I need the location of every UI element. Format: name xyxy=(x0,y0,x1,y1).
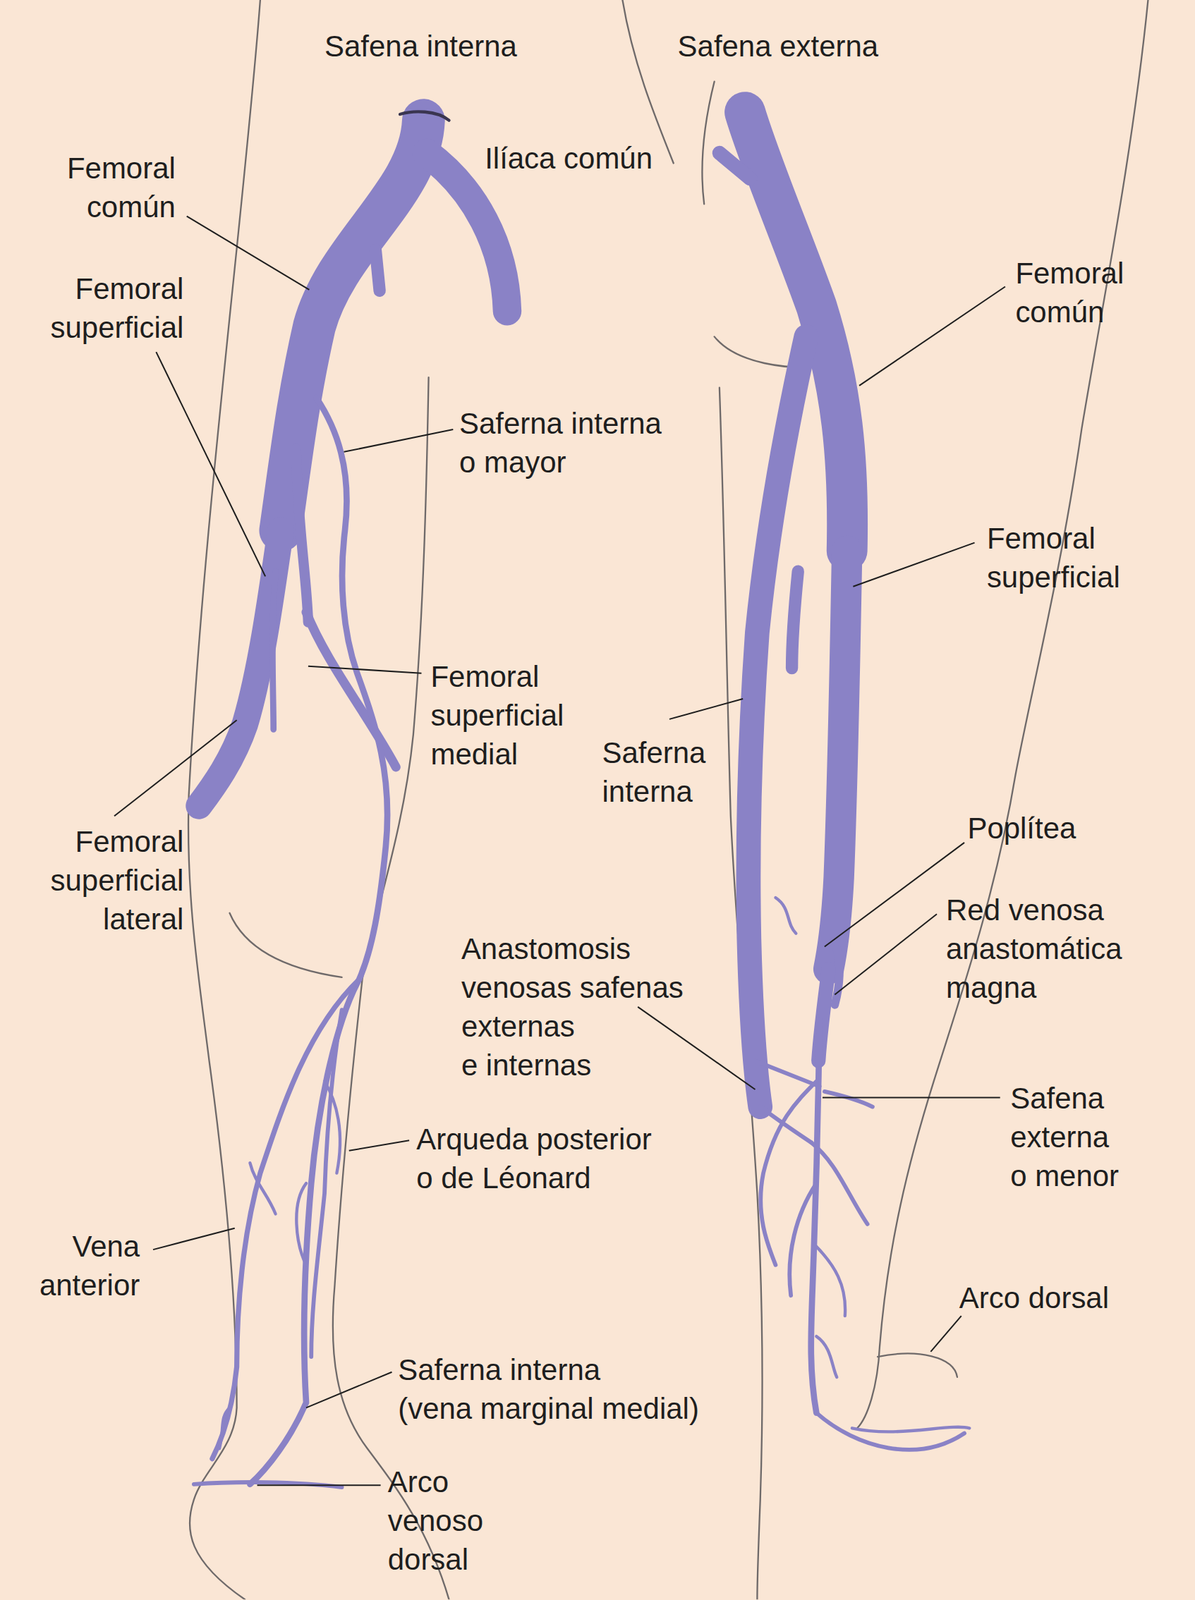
vein-label: Vena anterior xyxy=(39,1227,140,1306)
vein-label: Femoral superficial lateral xyxy=(50,822,185,939)
vein-label: Poplítea xyxy=(967,809,1076,848)
vein-label: Anastomosis venosas safenas externas e i… xyxy=(461,929,684,1085)
vein-label: Femoral común xyxy=(1015,253,1124,332)
column-heading: Safena interna xyxy=(324,26,518,66)
vein-label: Saferna interna xyxy=(602,733,707,812)
leader-lines xyxy=(114,216,1006,1487)
vein-label: Arco dorsal xyxy=(959,1278,1109,1318)
vein-label: Femoral común xyxy=(67,148,176,227)
vein-label: Red venosa anastomática magna xyxy=(945,890,1123,1008)
column-heading: Safena externa xyxy=(677,26,879,66)
veins xyxy=(193,111,970,1488)
leg-outline xyxy=(188,0,1148,1600)
vein-label: Arco venoso dorsal xyxy=(387,1463,484,1580)
vein-label: Ilíaca común xyxy=(484,138,653,178)
vein-label: Saferna interna o mayor xyxy=(459,404,662,482)
vein-label: Femoral superficial medial xyxy=(430,657,564,774)
vein-label: Femoral superficial xyxy=(50,269,185,348)
vein-label: Saferna interna (vena marginal medial) xyxy=(397,1350,700,1429)
vein-label: Safena externa o menor xyxy=(1010,1080,1119,1197)
vein-label: Femoral superficial xyxy=(986,519,1121,597)
vein-label: Arqueda posterior o de Léonard xyxy=(416,1120,652,1198)
